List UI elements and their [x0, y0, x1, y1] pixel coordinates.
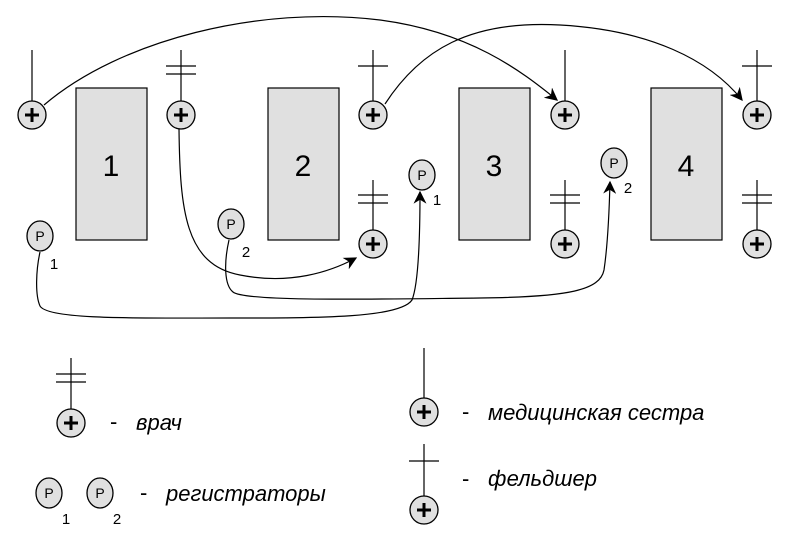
room-2: 2	[267, 87, 340, 241]
svg-text:1: 1	[50, 256, 58, 273]
registrar-1-icon: P 1	[35, 477, 70, 528]
doctor-icon	[549, 180, 581, 260]
legend-doctor: - врач	[55, 358, 182, 439]
svg-text:-: -	[462, 399, 469, 424]
room-3-label: 3	[486, 150, 503, 183]
room-1-label: 1	[103, 150, 120, 183]
route-registrar-1	[36, 190, 427, 319]
svg-text:1: 1	[62, 511, 70, 528]
doctor-icon	[357, 180, 389, 260]
svg-text:P: P	[95, 485, 104, 501]
room-1: 1	[75, 87, 148, 241]
registrar-2-icon: P 2	[86, 477, 121, 528]
nurse-icon	[408, 348, 440, 428]
legend-registrars-label: регистраторы	[165, 481, 326, 506]
svg-text:-: -	[110, 409, 117, 434]
legend-doctor-label: врач	[136, 410, 182, 435]
room-4: 4	[650, 87, 723, 241]
svg-text:P: P	[35, 228, 44, 244]
svg-text:P: P	[609, 155, 618, 171]
registrar-2-icon: P 2	[600, 147, 632, 197]
route-nurse-1-to-3	[43, 15, 559, 106]
svg-text:2: 2	[113, 511, 121, 528]
svg-text:2: 2	[242, 244, 250, 261]
route-doctor-1-to-2	[178, 128, 358, 280]
legend-registrars: P 1 P 2 - регистраторы	[35, 477, 326, 528]
doctor-icon	[55, 358, 87, 439]
room-2-label: 2	[295, 150, 312, 183]
svg-text:1: 1	[433, 192, 441, 209]
legend-nurse: - медицинская сестра	[408, 348, 704, 428]
route-registrar-2	[225, 180, 617, 300]
room-3: 3	[458, 87, 531, 241]
svg-text:-: -	[462, 466, 469, 491]
svg-text:P: P	[417, 167, 426, 183]
svg-text:-: -	[140, 480, 147, 505]
doctor-icon	[165, 50, 197, 131]
legend-nurse-label: медицинская сестра	[488, 400, 704, 425]
route-feldsher-2-to-4	[384, 23, 743, 105]
room-4-label: 4	[678, 150, 695, 183]
feldsher-icon	[408, 444, 440, 526]
svg-text:P: P	[44, 485, 53, 501]
registrar-1-icon: P 1	[26, 220, 58, 273]
legend-feldsher-label: фельдшер	[488, 466, 597, 491]
registrar-2-icon: P 2	[217, 208, 250, 261]
svg-text:2: 2	[624, 180, 632, 197]
nurse-icon	[549, 50, 581, 131]
legend-feldsher: - фельдшер	[408, 444, 597, 526]
feldsher-icon	[741, 50, 773, 131]
doctor-icon	[741, 180, 773, 260]
nurse-icon	[16, 50, 48, 131]
feldsher-icon	[357, 50, 389, 131]
svg-text:P: P	[226, 216, 235, 232]
registrar-1-icon: P 1	[408, 159, 441, 209]
